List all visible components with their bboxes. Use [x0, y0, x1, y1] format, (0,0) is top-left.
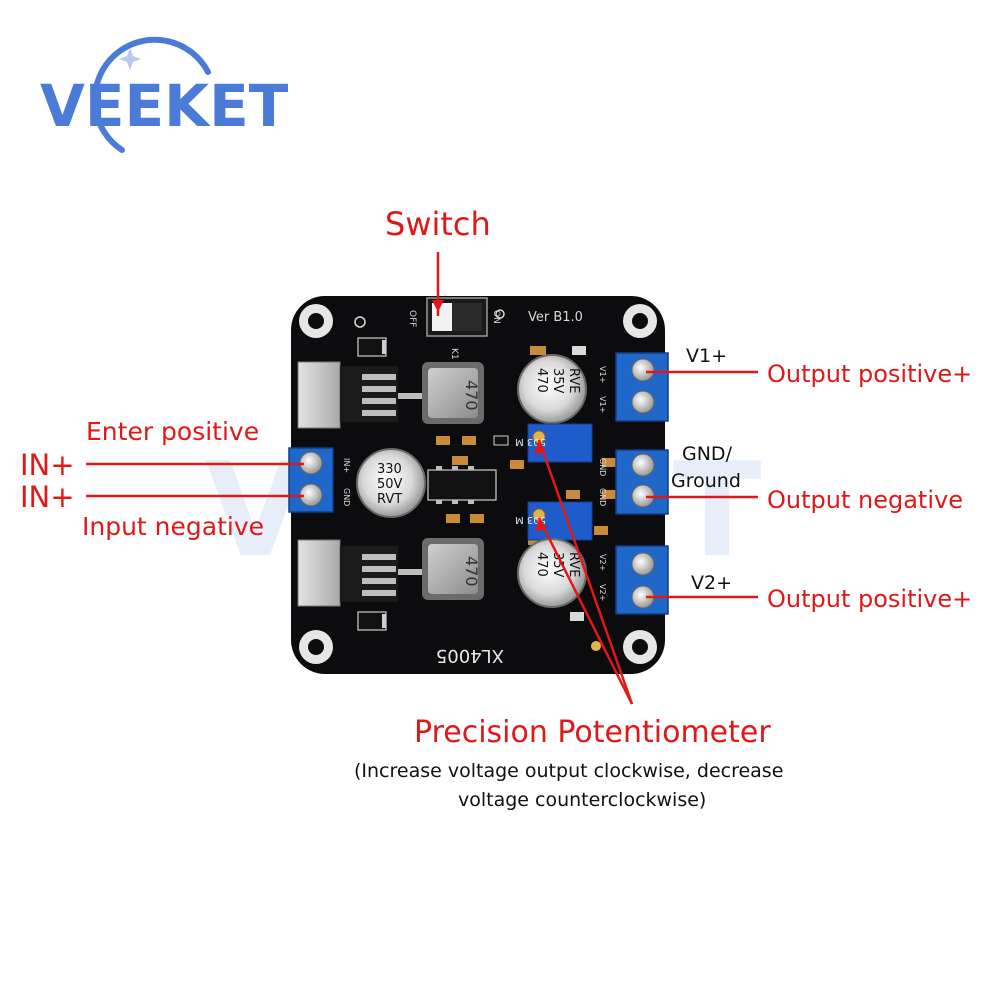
cap-series: RVE: [566, 368, 581, 393]
label-ground: Ground: [671, 470, 741, 492]
via-dot: [354, 316, 366, 328]
terminal-block-v2: [615, 545, 669, 615]
label-in-plus-1: IN+: [20, 448, 75, 482]
mounting-hole-icon: [299, 304, 333, 338]
mounting-hole-icon: [299, 630, 333, 664]
smd-resistor: [602, 458, 616, 467]
label-input-negative: Input negative: [82, 512, 264, 541]
mounting-hole-icon: [623, 304, 657, 338]
smd-resistor: [436, 436, 450, 445]
smd-resistor: [446, 514, 460, 523]
brand-logo: VEEKET: [40, 36, 289, 153]
logo-swoosh: [91, 36, 211, 153]
cap-voltage: 35V: [550, 552, 565, 578]
annotation-lines: [86, 252, 758, 705]
smd-diode: [357, 337, 387, 357]
via-dot: [495, 309, 505, 319]
label-pot-title: Precision Potentiometer: [414, 715, 771, 750]
pin-label-in-gnd: GND: [342, 488, 351, 506]
smd-resistor: [452, 456, 468, 465]
terminal-block-v1: [615, 352, 669, 422]
cap-value: 470: [534, 552, 549, 577]
pin-label-in: IN+: [342, 458, 351, 473]
smd-diode-band: [382, 614, 386, 628]
inductor-value: 470: [462, 556, 481, 587]
smd-resistor: [594, 526, 608, 535]
switch-off-label: OFF: [407, 310, 417, 327]
board-version-label: Ver B1.0: [528, 310, 583, 325]
terminal-block-gnd: [615, 449, 669, 515]
inductor-value: 470: [462, 380, 481, 411]
label-v1-plus: V1+: [686, 345, 727, 367]
label-pot-desc-2: voltage counterclockwise): [458, 789, 706, 811]
smd-led: [572, 346, 586, 355]
smd-part: [493, 435, 509, 446]
cap-voltage: 35V: [550, 368, 565, 394]
pad-dot: [591, 641, 601, 651]
mosfet-bottom: [297, 539, 398, 607]
mounting-hole-icon: [623, 630, 657, 664]
smd-resistor: [462, 436, 476, 445]
switch-ref-label: K1: [449, 348, 459, 360]
pin-label-gnd: GND: [598, 488, 607, 506]
switch-on-label: ON: [491, 310, 501, 324]
smd-resistor: [470, 514, 484, 523]
label-v2-plus: V2+: [691, 572, 732, 594]
smd-resistor: [602, 490, 616, 499]
label-enter-positive: Enter positive: [86, 417, 259, 446]
capacitor-bottom: 470 35V RVE: [517, 538, 587, 608]
label-gnd: GND/: [682, 443, 733, 465]
pin-label-v1: V1+: [598, 396, 607, 413]
capacitor-top: 470 35V RVE: [517, 354, 587, 424]
pcb-board: Ver B1.0 OFF ON K1 470: [288, 296, 669, 674]
mosfet-top: [297, 361, 398, 429]
inductor-top: 470: [422, 362, 484, 424]
pot-code: 503 M: [515, 436, 546, 447]
cap-input-voltage: 50V: [377, 477, 403, 492]
pot-pointer-line-top: [537, 439, 634, 705]
chip-label: XL4005: [436, 645, 504, 666]
logo-star-icon: [119, 48, 141, 70]
arrow-head-icon: [535, 518, 547, 532]
pin-label-v2: V2+: [598, 584, 607, 601]
smd-led: [570, 612, 584, 621]
smd-resistor: [530, 346, 546, 355]
pin-label-gnd: GND: [598, 458, 607, 476]
smd-diode: [357, 611, 387, 631]
arrow-head-icon: [534, 440, 546, 454]
pot-pointer-line-bottom: [537, 517, 634, 705]
smd-diode-band: [382, 340, 386, 354]
cap-input-value: 330: [377, 462, 402, 477]
smd-ic: [427, 466, 497, 504]
logo-text: VEEKET: [40, 72, 289, 140]
terminal-block-input: [288, 447, 334, 513]
label-pot-desc-1: (Increase voltage output clockwise, decr…: [354, 760, 783, 782]
label-output-negative: Output negative: [767, 486, 963, 514]
inductor-bottom: 470: [422, 538, 484, 600]
label-switch: Switch: [385, 205, 491, 243]
smd-resistor: [566, 490, 580, 499]
cap-input-series: RVT: [377, 492, 402, 507]
pot-code: 503 M: [515, 514, 546, 525]
cap-value: 470: [534, 368, 549, 393]
smd-resistor: [510, 460, 524, 469]
capacitor-input: 330 50V RVT: [356, 448, 426, 518]
label-output-positive-1: Output positive+: [767, 360, 972, 388]
cap-series: RVE: [566, 552, 581, 577]
label-in-plus-2: IN+: [20, 480, 75, 514]
label-output-positive-2: Output positive+: [767, 585, 972, 613]
arrow-head-icon: [432, 300, 444, 312]
pin-label-v1: V1+: [598, 366, 607, 383]
pin-label-v2: V2+: [598, 554, 607, 571]
